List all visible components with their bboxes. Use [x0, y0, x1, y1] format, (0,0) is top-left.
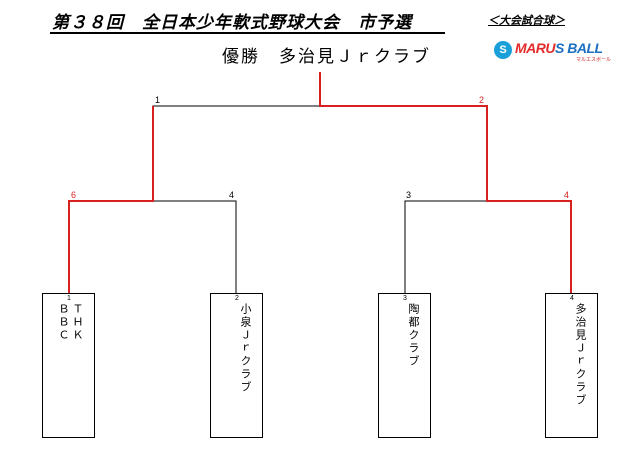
team-seed: 3	[403, 295, 407, 302]
team-seed: 2	[235, 295, 239, 302]
official-ball-note: ＜大会試合球＞	[488, 14, 565, 27]
logo-mark-icon: S	[494, 41, 512, 59]
bracket-win-line-team4	[319, 72, 572, 293]
team-seed: 4	[570, 295, 574, 302]
title-underline	[50, 32, 445, 34]
semi2-score-right: 4	[564, 190, 570, 200]
winner-label: 優勝 多治見Ｊｒクラブ	[222, 47, 431, 67]
tournament-title: 第３８回 全日本少年軟式野球大会 市予選	[52, 13, 412, 33]
semi2-score-left: 3	[406, 190, 412, 200]
maruball-logo: S MARUS BALL マルエスボール	[494, 38, 611, 64]
team-box-1: 1 ＴＨＫ ＢＢＣ	[42, 293, 95, 438]
team-seed: 1	[67, 295, 71, 302]
final-score-right: 2	[479, 95, 485, 105]
team-box-2: 2 小泉Ｊｒクラブ	[210, 293, 263, 438]
team-box-3: 3 陶都クラブ	[378, 293, 431, 438]
logo-subtext: マルエスボール	[576, 57, 612, 63]
semi1-score-right: 4	[229, 190, 235, 200]
team-name: 多治見Ｊｒクラブ	[574, 303, 587, 407]
final-score-left: 1	[155, 95, 161, 105]
team-name: ＴＨＫ ＢＢＣ	[57, 303, 84, 342]
team-name: 小泉Ｊｒクラブ	[239, 303, 252, 394]
bracket-line-team2	[153, 200, 237, 293]
logo-text: MARUS BALL	[515, 40, 603, 56]
team-box-4: 4 多治見Ｊｒクラブ	[545, 293, 598, 438]
bracket-line-final-left	[152, 105, 320, 201]
team-name: 陶都クラブ	[407, 303, 420, 368]
bracket-line-team3	[404, 200, 487, 293]
semi1-score-left: 6	[71, 190, 77, 200]
bracket-win-line-team1	[68, 106, 154, 293]
